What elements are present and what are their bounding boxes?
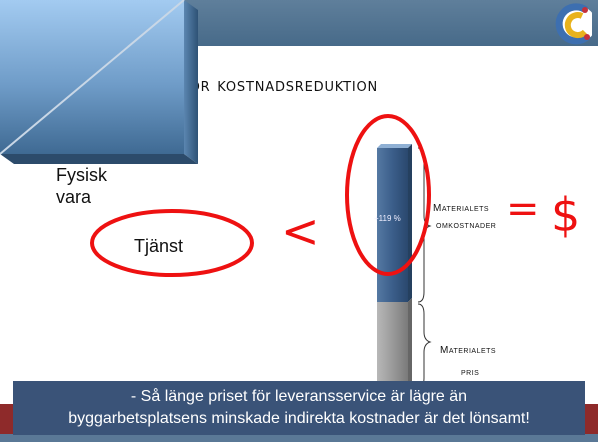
material-price-label-line2: pris: [461, 367, 480, 378]
material-price-label: Materialets: [440, 345, 497, 356]
material-overhead-label: Materialets: [433, 203, 490, 214]
logo-icon: [555, 3, 592, 45]
physical-goods-label: Fysisk: [56, 165, 107, 185]
material-overhead-label-line2: omkostnader: [436, 220, 497, 231]
banner-line-2: byggarbetsplatsens minskade indirekta ko…: [68, 410, 530, 427]
equals-symbol: =: [506, 186, 540, 232]
dollar-symbol: $: [551, 188, 581, 242]
percent-label: +119 %: [374, 214, 401, 223]
banner-line-1: - Så länge priset för leveransservice är…: [130, 388, 468, 405]
left-accent-block: [0, 404, 13, 434]
less-than-symbol: <: [281, 204, 320, 258]
physical-goods-label-line2: vara: [56, 187, 92, 207]
conclusion-banner: - Så länge priset för leveransservice är…: [13, 381, 585, 435]
service-label: Tjänst: [134, 236, 184, 256]
cost-stacked-bar: [377, 144, 432, 388]
product-service-box: [0, 0, 198, 164]
right-accent-block: [585, 404, 598, 434]
footer-bar: [0, 434, 598, 442]
